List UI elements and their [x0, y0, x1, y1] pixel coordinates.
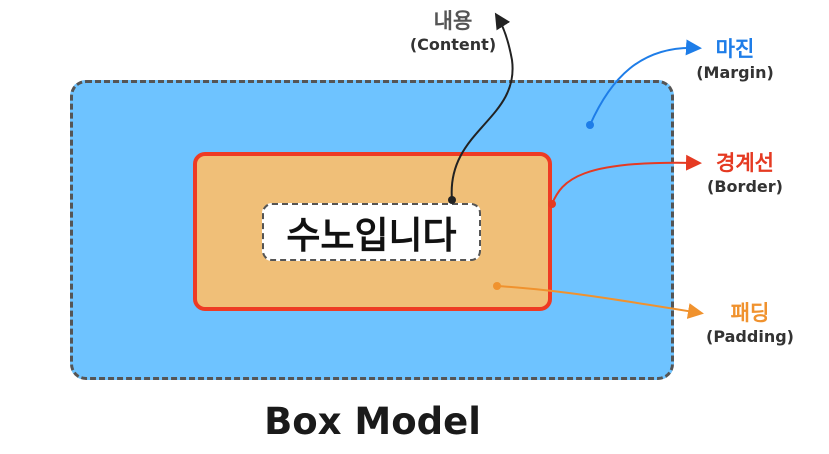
padding-label-ko: 패딩 [730, 301, 770, 325]
content-text: 수노입니다 [286, 214, 457, 257]
content-arrow [450, 12, 514, 201]
padding-arrow [496, 285, 704, 319]
content-box: 수노입니다 [262, 203, 481, 261]
margin-label-ko: 마진 [715, 37, 755, 61]
content-label-en: (Content) [409, 35, 497, 54]
padding-label: 패딩 (Padding) [690, 300, 810, 348]
margin-label-en: (Margin) [696, 63, 774, 82]
diagram-title: Box Model [264, 400, 481, 443]
content-label: 내용 (Content) [393, 8, 513, 56]
content-label-ko: 내용 [433, 9, 473, 33]
border-label-ko: 경계선 [716, 151, 774, 175]
margin-arrow [589, 39, 702, 126]
border-label-en: (Border) [707, 177, 783, 196]
padding-label-en: (Padding) [706, 327, 794, 346]
border-label: 경계선 (Border) [690, 150, 800, 198]
border-arrow [551, 154, 702, 205]
margin-label: 마진 (Margin) [680, 36, 790, 84]
